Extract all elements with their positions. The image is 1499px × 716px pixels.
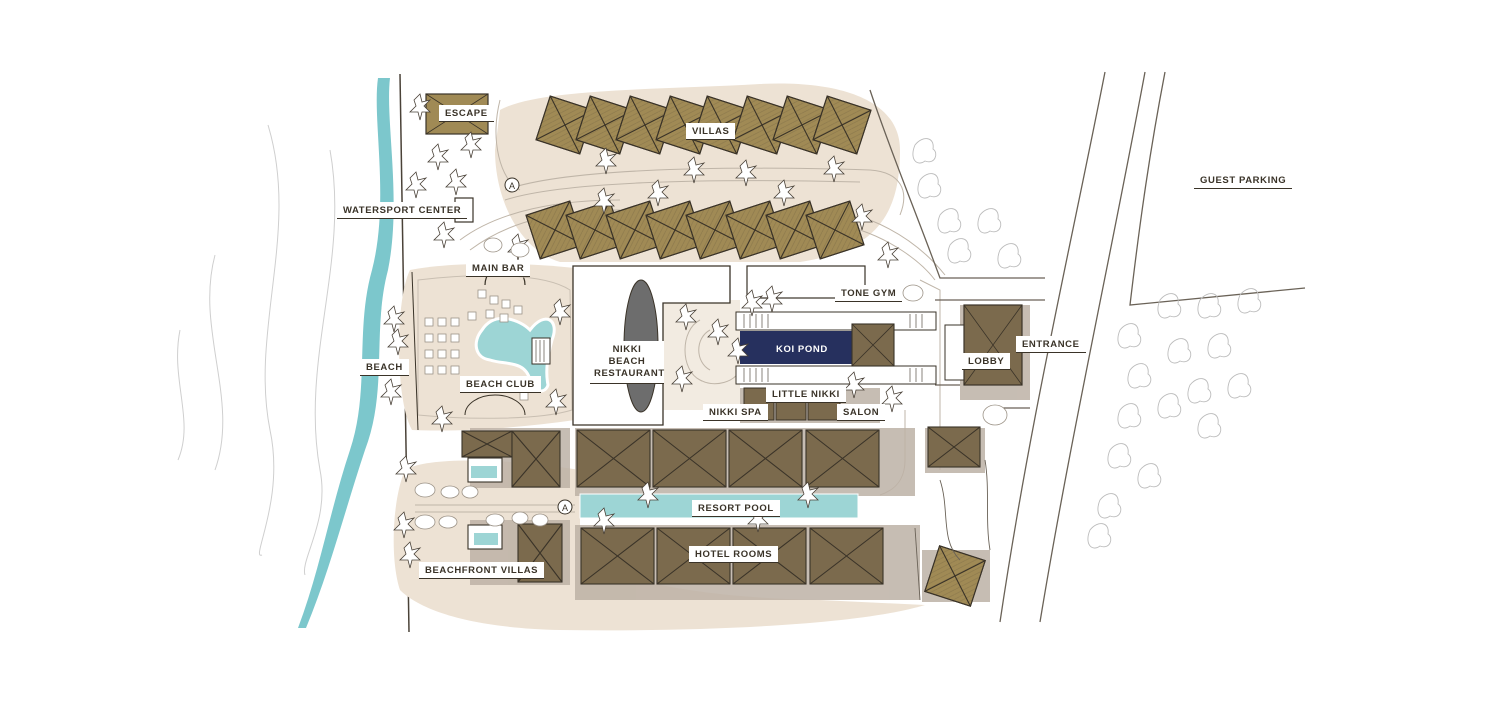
label-nikki-beach-restaurant[interactable]: NIKKI BEACH RESTAURANT — [590, 341, 664, 384]
shrubs — [414, 237, 1008, 530]
ocean-wave-lines — [177, 124, 336, 576]
label-guest-parking[interactable]: GUEST PARKING — [1194, 172, 1293, 189]
beach-club-area — [411, 271, 573, 431]
svg-text:A: A — [562, 503, 568, 513]
label-salon[interactable]: SALON — [837, 404, 886, 421]
label-villas[interactable]: VILLAS — [686, 123, 736, 140]
hotel-rooms-row-2 — [580, 527, 884, 585]
label-nikki-spa[interactable]: NIKKI SPA — [703, 404, 768, 421]
svg-text:A: A — [509, 181, 515, 191]
koi-pond-structure — [735, 311, 937, 385]
label-tone-gym[interactable]: TONE GYM — [835, 285, 903, 302]
label-hotel-rooms[interactable]: HOTEL ROOMS — [689, 546, 779, 563]
label-resort-pool[interactable]: RESORT POOL — [692, 500, 780, 517]
label-beach-club[interactable]: BEACH CLUB — [460, 376, 541, 393]
label-watersport-center[interactable]: WATERSPORT CENTER — [337, 202, 468, 219]
side-buildings — [924, 426, 986, 607]
villas-bottom-row — [525, 200, 865, 260]
parking-bushes — [912, 138, 1262, 549]
path-marker-1: A — [504, 177, 520, 193]
ocean-shoreline — [298, 78, 394, 628]
villas-top-row — [535, 95, 872, 155]
label-little-nikki[interactable]: LITTLE NIKKI — [766, 386, 846, 403]
lobby-building — [944, 304, 1023, 386]
label-entrance[interactable]: ENTRANCE — [1016, 336, 1086, 353]
label-beach[interactable]: BEACH — [360, 359, 409, 376]
label-escape[interactable]: ESCAPE — [439, 105, 494, 122]
label-lobby[interactable]: LOBBY — [962, 353, 1011, 370]
path-marker-2: A — [557, 499, 573, 515]
hotel-rooms-row-1 — [576, 429, 880, 488]
garden-lines — [914, 459, 991, 601]
label-koi-pond[interactable]: KOI POND — [770, 341, 834, 357]
label-main-bar[interactable]: MAIN BAR — [466, 260, 531, 277]
label-beachfront-villas[interactable]: BEACHFRONT VILLAS — [419, 562, 545, 579]
garden-spiral-path — [684, 319, 741, 385]
palm-trees — [380, 93, 904, 569]
beach-club-pool — [474, 316, 556, 393]
